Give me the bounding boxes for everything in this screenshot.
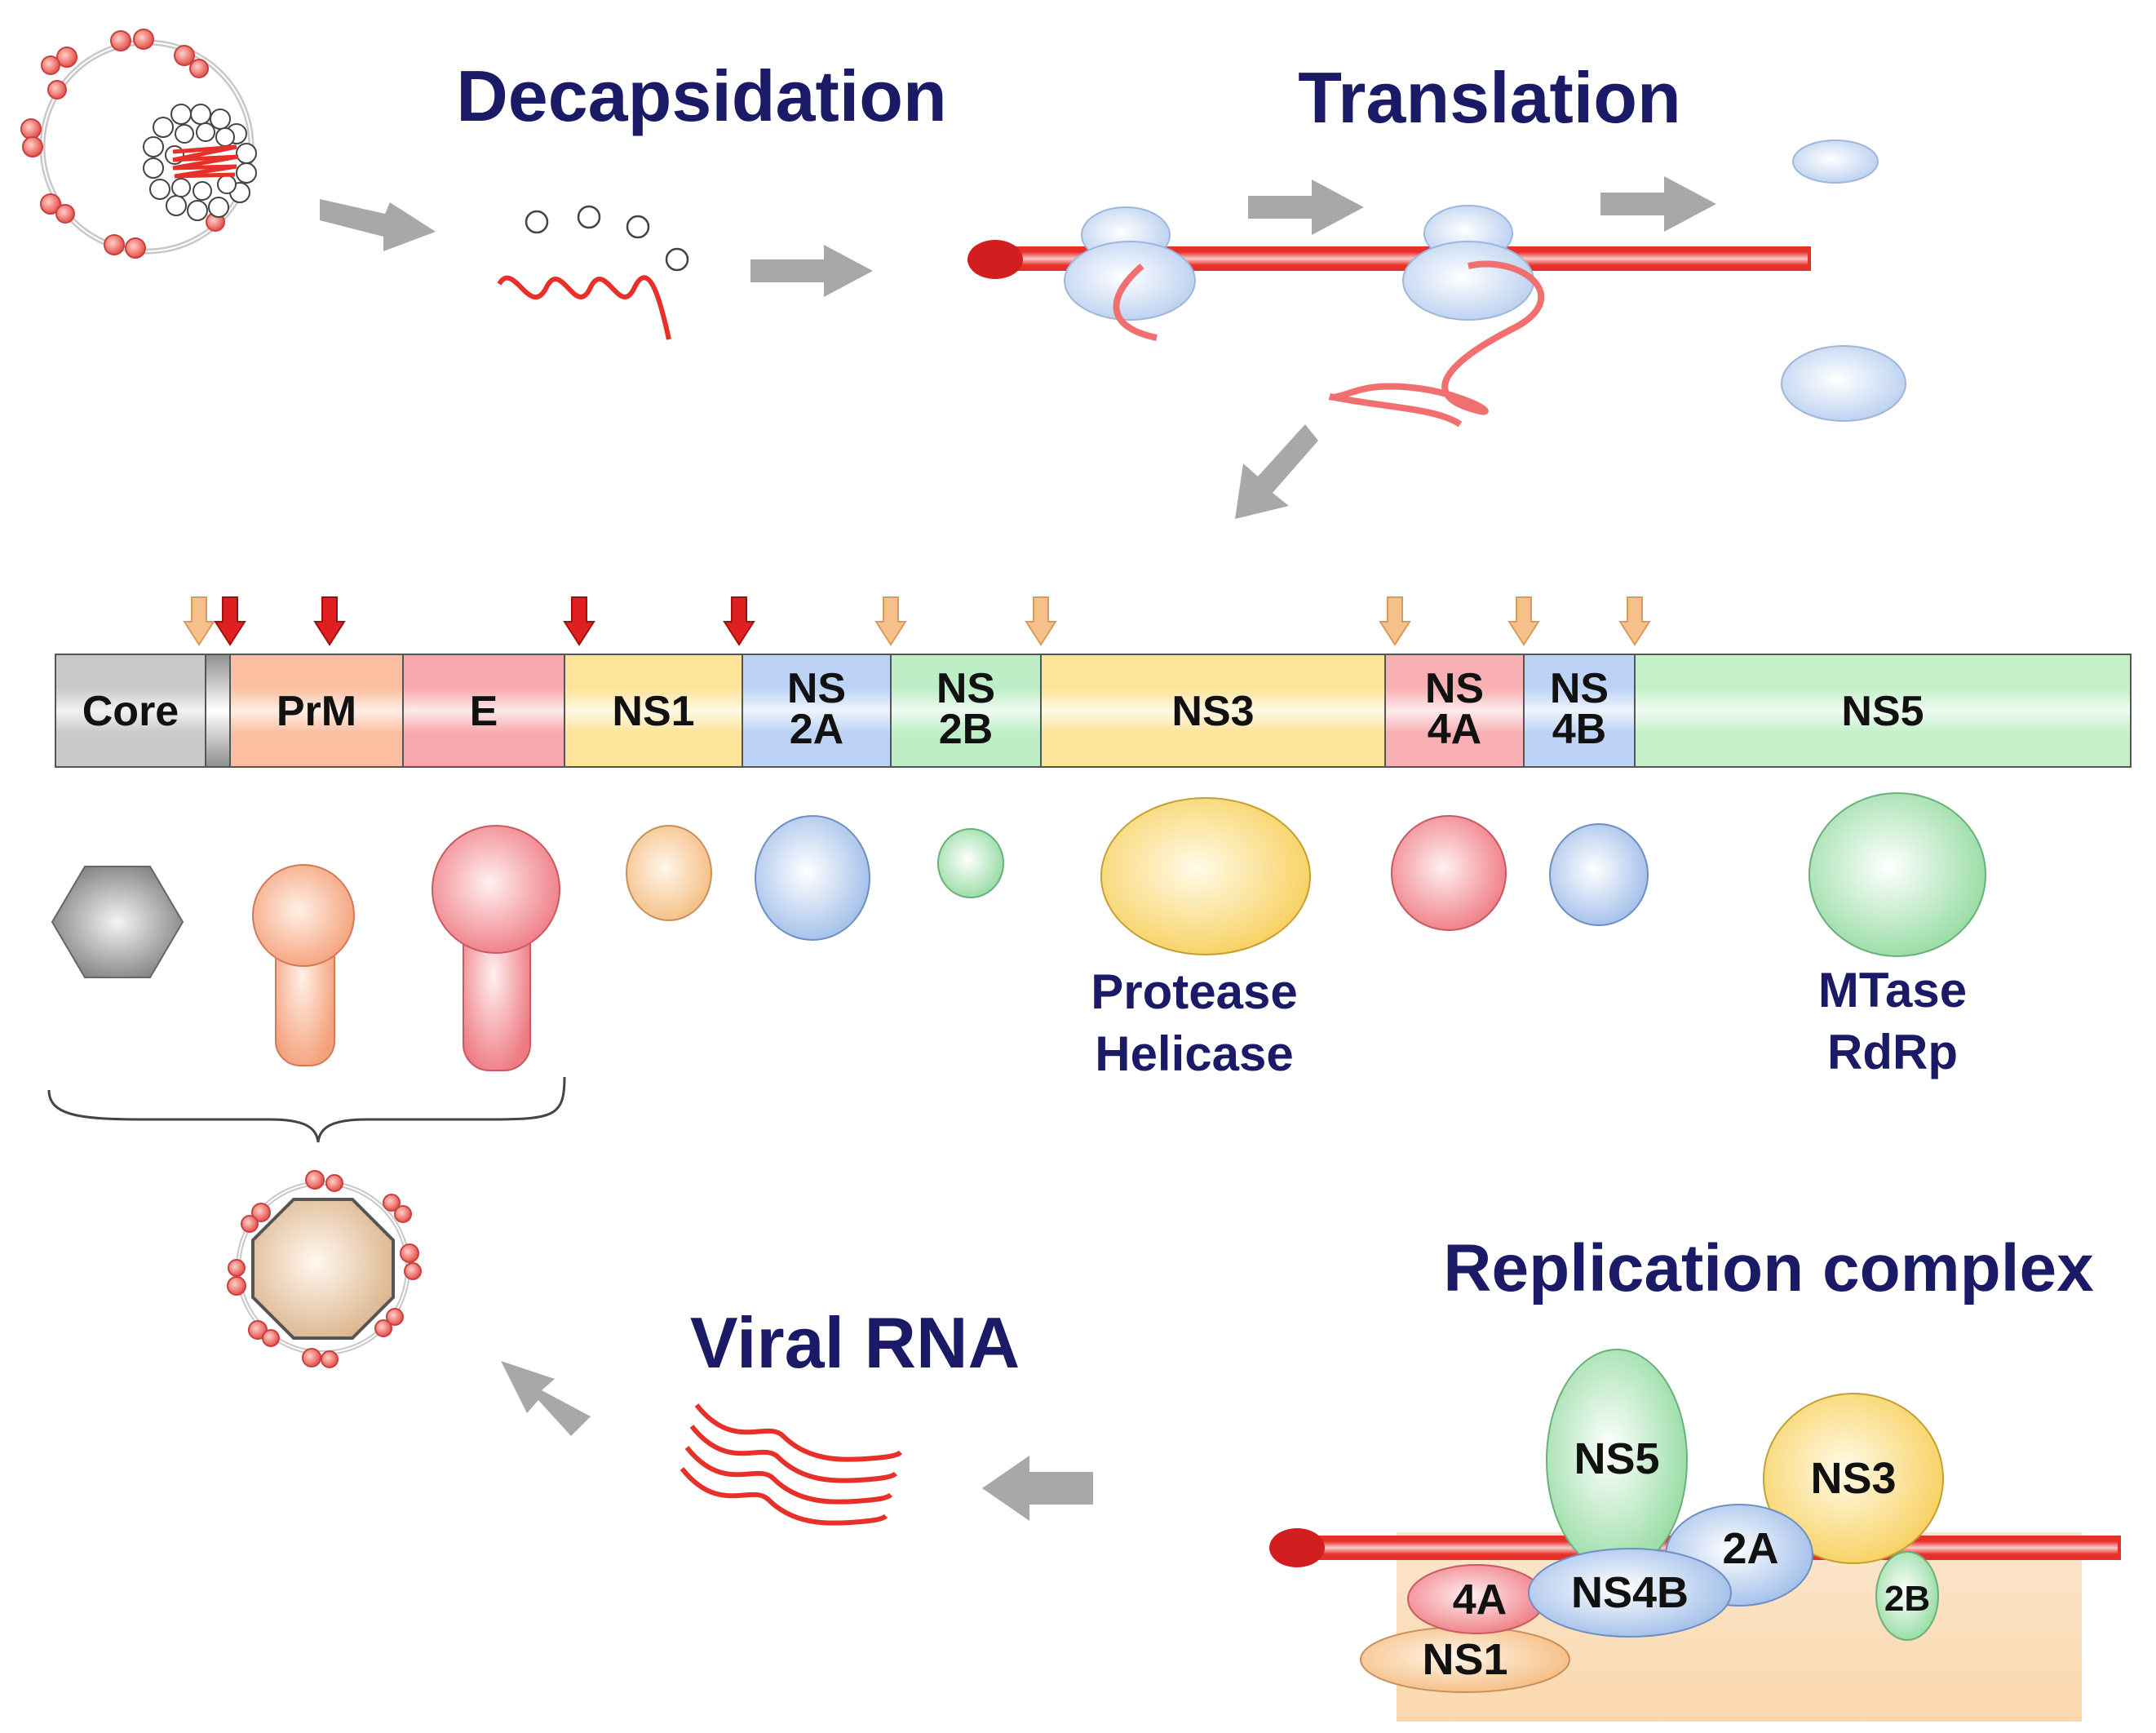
- virion-icon: [20, 29, 257, 259]
- viral-cleavage-arrow: [214, 596, 246, 646]
- ns5-function-label-1: MTase: [1818, 963, 1967, 1017]
- host-cleavage-arrow: [1379, 596, 1411, 646]
- viral-cleavage-arrow: [723, 596, 755, 646]
- viral-cleavage-arrow: [313, 596, 346, 646]
- ns2a-protein-icon: [755, 815, 870, 941]
- ns3-protein-icon: [1100, 797, 1311, 955]
- title-translation: Translation: [1298, 57, 1680, 138]
- complex-ns2a-label: 2A: [1722, 1524, 1778, 1573]
- signal-peptide-segment: [205, 654, 231, 768]
- segment-ns1: NS1: [564, 654, 743, 768]
- ns2b-protein-icon: [937, 828, 1004, 898]
- decapsidation-icon: [497, 205, 689, 340]
- structural-proteins-brace: [47, 1076, 566, 1143]
- ns3-function-label-2: Helicase: [1095, 1026, 1294, 1081]
- complex-ns1-label: NS1: [1422, 1635, 1507, 1684]
- segment-ns2b-label: NS: [936, 665, 995, 712]
- segment-ns5: NS5: [1634, 654, 2132, 768]
- ns4b-protein-icon: [1549, 823, 1649, 926]
- complex-ns4b-label: NS4B: [1571, 1568, 1689, 1617]
- complex-ns2b-label: 2B: [1884, 1579, 1930, 1619]
- segment-prm: PrM: [229, 654, 404, 768]
- translation-icon: [967, 140, 1906, 428]
- translation-arrows: [1235, 176, 1716, 519]
- arrow-to-translation: [750, 245, 873, 297]
- ns3-function-label-1: Protease: [1091, 964, 1297, 1019]
- host-cleavage-arrow: [1507, 596, 1540, 646]
- segment-prm-label: PrM: [277, 688, 356, 735]
- arrow-to-decapsidation: [320, 199, 436, 251]
- cleavage-markers: [183, 596, 1651, 646]
- segment-ns3-label: NS3: [1171, 688, 1254, 735]
- segment-ns4b-label: NS: [1550, 665, 1609, 712]
- complex-ns3-label: NS3: [1810, 1454, 1896, 1503]
- segment-core: Core: [55, 654, 206, 768]
- host-cleavage-arrow: [183, 596, 215, 646]
- protein-shapes: [51, 792, 1986, 1071]
- prm-protein-icon: [252, 864, 355, 1066]
- segment-ns4a-label: NS: [1425, 665, 1484, 712]
- host-cleavage-arrows: [183, 596, 1651, 646]
- segment-e: E: [402, 654, 565, 768]
- segment-ns5-label: NS5: [1841, 688, 1924, 735]
- viral-cleavage-arrows: [214, 596, 755, 646]
- segment-ns3: NS3: [1040, 654, 1386, 768]
- arrow-to-assembly: [501, 1361, 591, 1436]
- segment-e-label: E: [470, 688, 498, 735]
- complex-ns5-label: NS5: [1574, 1434, 1659, 1483]
- title-replication-complex: Replication complex: [1443, 1231, 2093, 1305]
- assembled-virion-icon: [227, 1170, 422, 1368]
- core-protein-icon: [51, 866, 184, 978]
- segment-ns4a-label: 4A: [1428, 706, 1481, 753]
- complex-ns4b-icon: [1528, 1548, 1732, 1638]
- complex-ns3-icon: [1763, 1393, 1944, 1564]
- ns5-function-label-2: RdRp: [1827, 1025, 1958, 1079]
- title-decapsidation: Decapsidation: [456, 55, 946, 136]
- host-cleavage-arrow: [874, 596, 907, 646]
- ns1-protein-icon: [626, 825, 712, 921]
- arrow-to-viral-rna: [982, 1456, 1093, 1521]
- host-cleavage-arrow: [1618, 596, 1651, 646]
- segment-ns2a-label: 2A: [790, 706, 843, 753]
- host-cleavage-arrow: [1025, 596, 1057, 646]
- ns4a-protein-icon: [1391, 815, 1507, 931]
- segment-ns4b: NS4B: [1523, 654, 1636, 768]
- complex-ns4a-label: 4A: [1453, 1576, 1507, 1624]
- replication-complex: NS5 NS3 2A NS4B 4A 2B NS1: [1269, 1349, 2121, 1722]
- title-viral-rna: Viral RNA: [690, 1302, 1020, 1383]
- ns5-protein-icon: [1808, 792, 1986, 957]
- segment-ns2a-label: NS: [787, 665, 846, 712]
- viral-rna-icon: [680, 1403, 903, 1526]
- segment-ns1-label: NS1: [612, 688, 694, 735]
- segment-ns4b-label: 4B: [1552, 706, 1606, 753]
- segment-core-label: Core: [82, 688, 179, 735]
- complex-ns2b-icon: [1875, 1551, 1939, 1641]
- e-protein-icon: [432, 825, 560, 1071]
- segment-ns2b-label: 2B: [939, 706, 993, 753]
- viral-cleavage-arrow: [563, 596, 595, 646]
